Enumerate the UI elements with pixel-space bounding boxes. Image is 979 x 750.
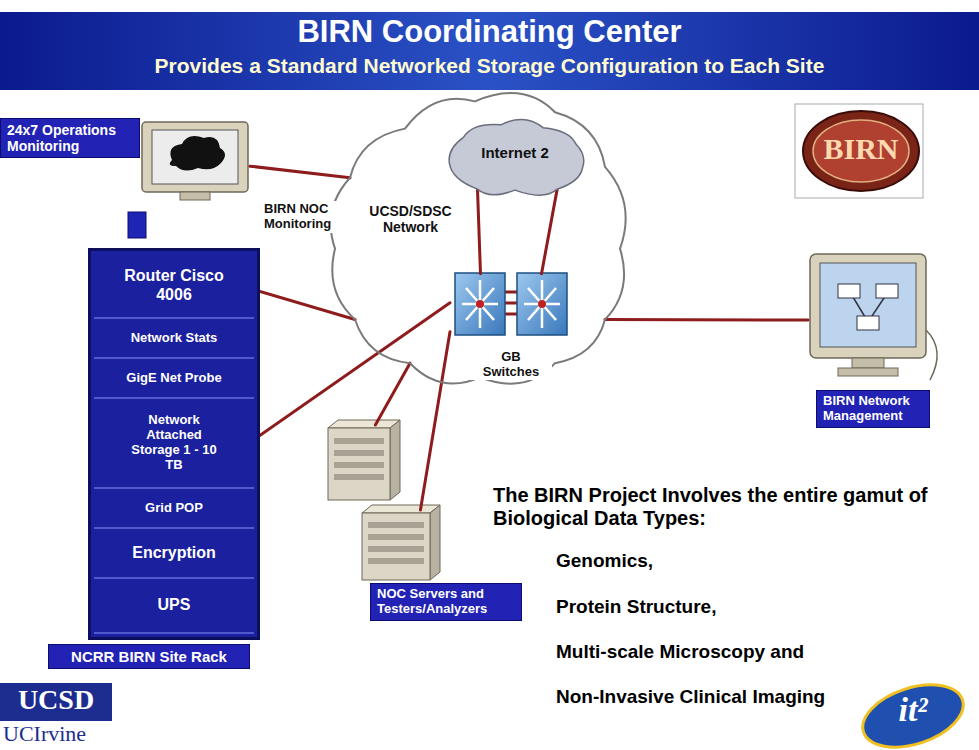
- network-link: [375, 363, 410, 425]
- logo-text: it²: [868, 690, 958, 729]
- logo-swoosh: [855, 673, 971, 750]
- cloud-name: Internet 2: [440, 144, 590, 161]
- management-monitor: [810, 254, 937, 380]
- network-link: [420, 332, 450, 510]
- noc-servers: NOC Servers and Testers/Analyzers: [320, 425, 525, 640]
- link-label: BIRN NOC Monitoring: [262, 201, 348, 233]
- data-type-item: Multi-scale Microscopy and: [556, 641, 936, 663]
- site-rack: NCRR BIRN Site RackRouter Cisco 4006Netw…: [88, 248, 260, 640]
- network-link: [542, 189, 558, 274]
- unit-label: Grid POP: [141, 499, 207, 518]
- unit-label: GigE Net Probe: [122, 369, 225, 388]
- monitor-label: 24x7 Operations Monitoring: [0, 118, 140, 158]
- data-type-item: Protein Structure,: [556, 596, 936, 618]
- header-band: [0, 12, 979, 90]
- operations-monitor: 24x7 Operations Monitoring: [0, 118, 250, 204]
- university-name: UCIrvine: [3, 721, 143, 746]
- switch-icon: [455, 273, 567, 335]
- connector-block: [128, 212, 146, 238]
- ups-unit: UPS: [94, 579, 254, 634]
- unit-label: Network Stats: [127, 329, 222, 348]
- network-link: [478, 189, 481, 274]
- birn-logo: BIRN: [800, 108, 922, 194]
- data-type-item: Genomics,: [556, 550, 936, 572]
- rack-label: NCRR BIRN Site Rack: [48, 644, 250, 669]
- stats-unit: Network Stats: [94, 319, 254, 359]
- network-link: [254, 303, 450, 440]
- network-link: [250, 166, 350, 178]
- cloud-outline: [305, 85, 625, 385]
- gb-switches: GB Switches: [450, 268, 572, 384]
- unit-label: Network Attached Storage 1 - 10 TB: [126, 411, 222, 475]
- data-type-item: Non-Invasive Clinical Imaging: [556, 686, 936, 708]
- unit-label: Router Cisco 4006: [114, 265, 234, 306]
- router-unit: Router Cisco 4006: [94, 254, 254, 319]
- ucsd-logo: UCSD: [0, 683, 112, 721]
- switch-label: GB Switches: [470, 350, 552, 380]
- unit-label: UPS: [154, 594, 195, 616]
- internet-cloud: Internet 2: [440, 120, 590, 192]
- probe-unit: GigE Net Probe: [94, 359, 254, 399]
- subtitle: Provides a Standard Networked Storage Co…: [0, 54, 979, 78]
- encryption-unit: Encryption: [94, 529, 254, 579]
- description-heading: The BIRN Project Involves the entire gam…: [493, 484, 938, 530]
- network-link: [605, 318, 808, 321]
- storage-unit: Network Attached Storage 1 - 10 TB: [94, 399, 254, 489]
- servers-label: NOC Servers and Testers/Analyzers: [370, 583, 522, 621]
- logo-text: UCSD: [0, 684, 112, 716]
- logo-frame: [795, 104, 923, 198]
- network-name: UCSD/SDSC Network: [353, 203, 468, 235]
- grid-unit: Grid POP: [94, 489, 254, 529]
- network-link: [254, 290, 355, 320]
- network-management: BIRN Network Management: [808, 250, 930, 450]
- unit-label: Encryption: [128, 542, 220, 564]
- network-cloud: UCSD/SDSC Network Internet 2 GB Switches: [305, 85, 625, 385]
- logo-text: BIRN: [800, 132, 922, 167]
- page-title: BIRN Coordinating Center: [0, 14, 979, 50]
- monitor-icon: [142, 122, 248, 200]
- management-label: BIRN Network Management: [816, 390, 930, 428]
